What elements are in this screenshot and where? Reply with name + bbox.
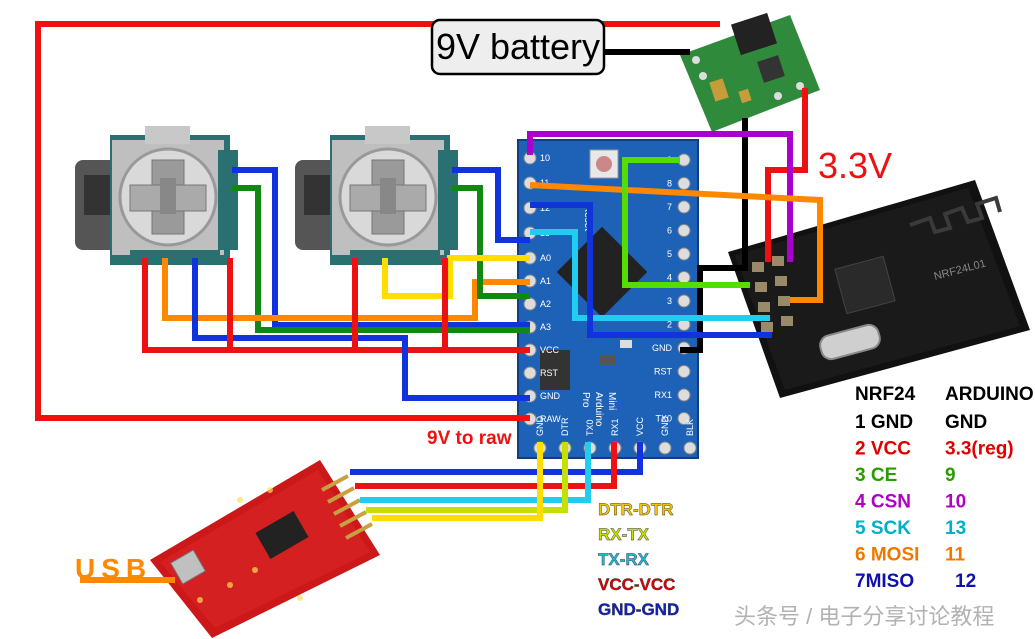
wire-green-j2: [452, 185, 530, 299]
ftdi-map-row: RX-TX: [598, 525, 650, 544]
pin-table-arduino-cell: 3.3(reg): [945, 439, 1014, 460]
pin-table-arduino-cell: 12: [955, 571, 976, 592]
wire-red-ftdi-vcc: [355, 442, 617, 489]
arduino-pin-label: GND: [540, 391, 561, 401]
arduino-pin-hole: [523, 366, 537, 380]
raw-label: 9V to raw: [427, 428, 512, 449]
arduino-pin-label: RST: [540, 368, 559, 378]
wire-orange-mosi: [529, 182, 823, 303]
arduino-pin-hole: [677, 224, 691, 237]
pin-table-arduino-cell: 10: [945, 492, 966, 513]
wire-orange-j1: [162, 258, 530, 321]
nrf24-module: NRF24L01: [728, 180, 1030, 398]
arduino-pin-label: RST: [654, 367, 673, 377]
wire-lime-ftdi-rx: [366, 442, 568, 513]
arduino-pin-label: GND: [535, 416, 545, 437]
arduino-pin-label: 8: [667, 179, 672, 189]
pin-table-nrf-cell: 7MISO: [855, 571, 914, 592]
arduino-pin-hole: [677, 247, 691, 261]
arduino-pin-label: RAW: [540, 414, 561, 424]
pin-table-nrf-cell: 2 VCC: [855, 439, 911, 460]
wire-green-j1: [232, 185, 530, 333]
pin-table-nrf-cell: 5 SCK: [855, 518, 911, 539]
pin-table-header-arduino: ARDUINO: [945, 384, 1034, 405]
arduino-pin-hole: [677, 388, 691, 402]
board-name-mini: Mini: [606, 392, 617, 410]
joystick-right: [295, 126, 458, 265]
ftdi-map-row: GND-GND: [598, 600, 679, 619]
pin-table-arduino-cell: 11: [945, 545, 966, 566]
arduino-pin-hole: [658, 441, 672, 455]
arduino-pin-hole: [677, 271, 691, 284]
battery-label: 9V battery: [436, 26, 600, 67]
ftdi-map-row: TX-RX: [598, 550, 650, 569]
wire-yellow-j2: [382, 255, 530, 299]
arduino-pin-hole: [677, 200, 691, 214]
wire-cyan-ftdi-tx: [360, 442, 591, 503]
pin-table-arduino-cell: 9: [945, 465, 956, 486]
arduino-pin-label: GND: [660, 416, 670, 437]
arduino-pin-label: GND: [652, 343, 673, 353]
wire-green-ce: [622, 157, 750, 288]
arduino-pin-label: A1: [540, 276, 551, 286]
voltage-regulator: [680, 12, 820, 132]
wires: [35, 21, 823, 583]
arduino-pin-label: 5: [667, 249, 672, 259]
ftdi-map-row: DTR-DTR: [598, 500, 674, 519]
joystick-left: [75, 126, 238, 265]
arduino-pin-hole: [677, 294, 691, 308]
arduino-pin-label: 6: [667, 226, 672, 236]
board-name-pro: Pro: [580, 392, 591, 408]
arduino-pin-label: 2: [667, 320, 672, 330]
pin-table-nrf-cell: 3 CE: [855, 465, 897, 486]
arduino-pin-label: A2: [540, 299, 551, 309]
pin-table-nrf-cell: 4 CSN: [855, 492, 911, 513]
usb-label: USB: [75, 553, 152, 584]
arduino-pin-label: BLK: [685, 419, 695, 436]
pin-table-arduino-cell: GND: [945, 412, 987, 433]
board-name: Arduino: [593, 392, 604, 427]
arduino-pin-label: A3: [540, 322, 551, 332]
wire-blue-miso: [530, 202, 772, 338]
arduino-pin-label: 7: [667, 202, 672, 212]
wire-blue-j1-gnd: [192, 258, 530, 401]
arduino-pin-label: A0: [540, 253, 551, 263]
arduino-pin-hole: [683, 441, 697, 455]
wire-blue-ftdi-gnd: [350, 442, 643, 475]
arduino-pin-label: RX1: [610, 418, 620, 436]
arduino-pin-label: RX1: [654, 390, 672, 400]
ftdi-map-row: VCC-VCC: [598, 575, 675, 594]
wire-black-gnd: [680, 118, 748, 353]
arduino-pin-label: TX0: [585, 419, 595, 436]
pin-table-nrf-cell: 6 MOSI: [855, 545, 919, 566]
arduino-pin-label: VCC: [540, 345, 560, 355]
arduino-pin-label: TX0: [655, 414, 672, 424]
arduino-pin-hole: [523, 297, 537, 311]
wire-yellow-ftdi-dtr: [372, 442, 543, 521]
battery-label-box: 9V battery: [430, 18, 606, 76]
pin-table-header-nrf: NRF24: [855, 384, 916, 405]
arduino-pin-hole: [677, 177, 691, 190]
wire-red-j1: [142, 258, 530, 353]
wire-cyan-sck: [530, 229, 770, 321]
pin-table-arduino-cell: 13: [945, 518, 966, 539]
pin-table-nrf-cell: 1 GND: [855, 412, 913, 433]
arduino-pin-label: VCC: [635, 416, 645, 436]
wire-blue-j1: [232, 167, 530, 328]
wire-red-33v: [765, 88, 808, 262]
arduino-pin-hole: [677, 365, 691, 378]
arduino-pin-label: 3: [667, 296, 672, 306]
watermark: 头条号 / 电子分享讨论教程: [734, 604, 994, 629]
voltage-label: 3.3V: [818, 145, 892, 186]
ftdi-mapping: DTR-DTR RX-TX TX-RX VCC-VCC GND-GND: [598, 500, 680, 619]
pin-table: NRF24 ARDUINO 1 GND GND 2 VCC 3.3(reg) 3 CE 9 4 …: [855, 384, 1034, 592]
arduino-pin-label: DTR: [560, 417, 570, 436]
arduino-pin-label: 10: [540, 153, 550, 163]
wire-blue-j2: [452, 167, 530, 243]
arduino-pin-hole: [677, 412, 691, 425]
ftdi-adapter: [150, 460, 380, 638]
arduino-pin-label: 4: [667, 273, 672, 283]
wire-red-battery-raw: [35, 21, 720, 421]
